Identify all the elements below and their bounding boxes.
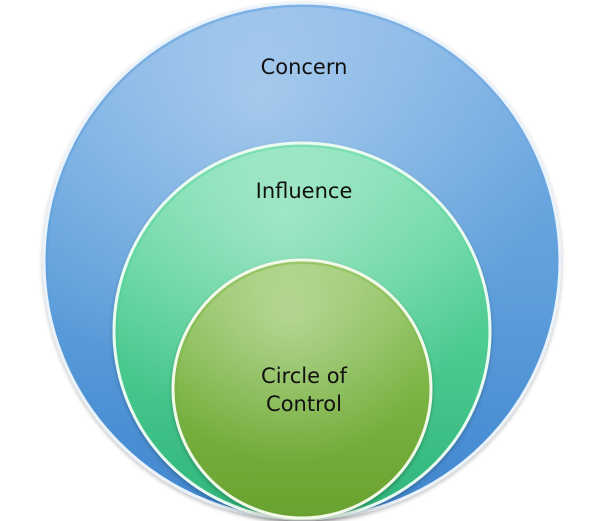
influence-label: Influence bbox=[256, 179, 353, 203]
control-label-line-1: Circle of bbox=[261, 364, 347, 388]
control-circle bbox=[171, 258, 433, 520]
concern-label: Concern bbox=[261, 55, 348, 79]
control-label-line-2: Control bbox=[266, 392, 342, 416]
